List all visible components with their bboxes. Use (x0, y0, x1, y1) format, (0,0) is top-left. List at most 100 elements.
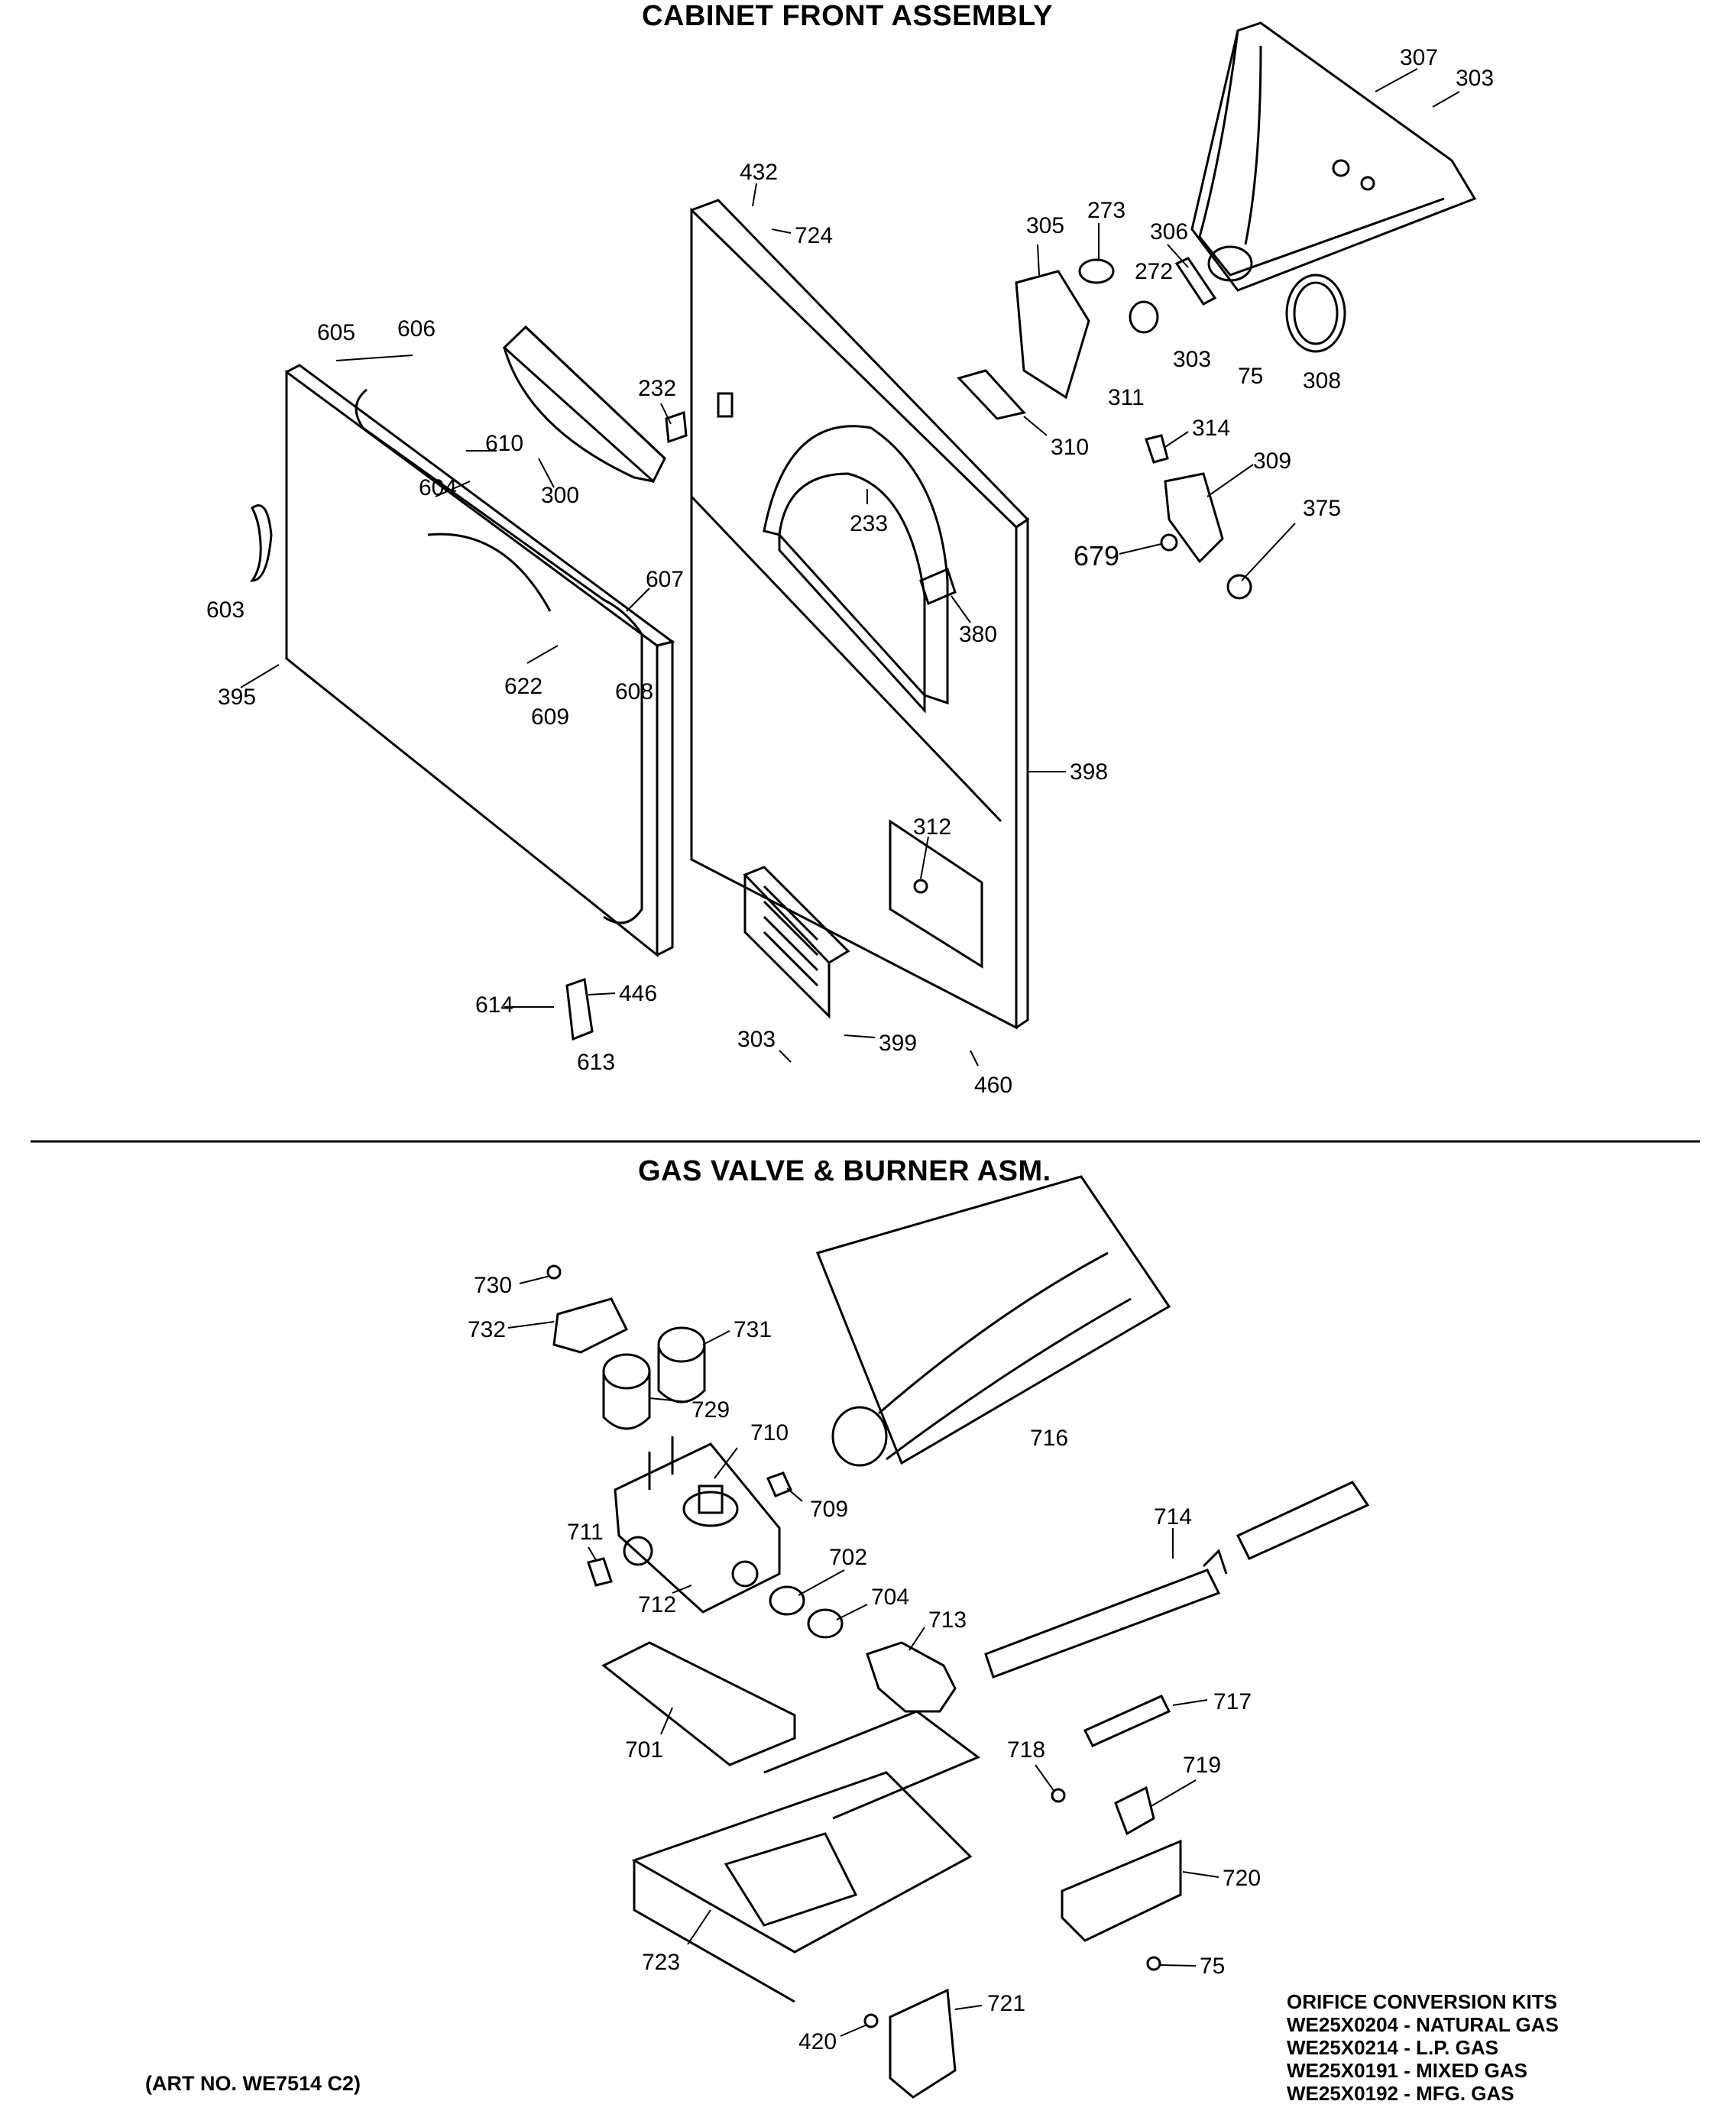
callout: 721 (987, 1991, 1025, 2016)
burner-tube (815, 1175, 1171, 1467)
front-panel (690, 199, 1030, 1030)
leader-lines-top (240, 68, 1460, 1067)
callout: 303 (1173, 347, 1211, 372)
callout: 314 (1192, 416, 1230, 441)
callout: 709 (810, 1497, 848, 1522)
part-730 (546, 1264, 562, 1280)
art-number: (ART NO. WE7514 C2) (145, 2072, 361, 2095)
part-380 (919, 567, 957, 606)
kit-item: WE25X0192 - MFG. GAS (1287, 2082, 1514, 2105)
kit-item: WE25X0191 - MIXED GAS (1287, 2059, 1527, 2082)
part-420 (863, 2013, 879, 2028)
callout: 380 (959, 622, 997, 647)
callout: 273 (1087, 198, 1125, 223)
callout: 711 (567, 1520, 604, 1545)
callout: 300 (541, 483, 579, 508)
callout: 605 (317, 320, 355, 345)
part-306 (1174, 257, 1217, 306)
part-729 (602, 1353, 651, 1390)
callout: 716 (1030, 1426, 1068, 1451)
callout: 303 (737, 1027, 776, 1052)
part-713 (866, 1641, 957, 1713)
part-719 (1114, 1785, 1155, 1836)
part-718 (1051, 1788, 1066, 1803)
gas-valve-title: GAS VALVE & BURNER ASM. (638, 1155, 1051, 1187)
callout: 679 (1074, 540, 1119, 571)
callout: 704 (871, 1585, 909, 1610)
callouts: 307 303 432 724 305 273 306 272 303 75 3… (206, 45, 1494, 2054)
callout: 701 (625, 1737, 663, 1763)
callout: 311 (1108, 385, 1145, 410)
callout: 719 (1183, 1753, 1221, 1778)
callout: 375 (1303, 496, 1341, 521)
part-310 (957, 369, 1026, 420)
burner-bracket (631, 1710, 980, 2003)
part-273 (1078, 258, 1115, 284)
callout: 308 (1303, 368, 1341, 393)
callout: 729 (691, 1397, 730, 1423)
callout: 606 (397, 316, 436, 342)
kick-grille (743, 866, 850, 1019)
part-375 (1226, 574, 1252, 600)
part-679 (1160, 533, 1178, 552)
kits-heading: ORIFICE CONVERSION KITS (1287, 1990, 1557, 2013)
callout: 307 (1400, 45, 1438, 70)
callout: 75 (1200, 1954, 1225, 1979)
callout: 717 (1213, 1689, 1252, 1714)
callout: 712 (638, 1592, 676, 1617)
callout: 723 (642, 1950, 680, 1975)
door-panel (249, 364, 675, 958)
part-701 (601, 1641, 796, 1766)
callout: 395 (218, 685, 256, 710)
part-75b (1146, 1956, 1161, 1971)
callout: 713 (928, 1607, 967, 1633)
part-308 (1285, 274, 1346, 353)
callout: 460 (974, 1073, 1012, 1098)
callout: 714 (1154, 1504, 1192, 1530)
callout: 718 (1007, 1737, 1045, 1763)
callout: 724 (795, 223, 833, 248)
callout: 432 (740, 160, 778, 185)
part-731 (657, 1326, 706, 1363)
callout: 613 (577, 1050, 615, 1075)
orifice-conversion-kits: ORIFICE CONVERSION KITS WE25X0204 - NATU… (1287, 1990, 1559, 2105)
callout: 702 (829, 1545, 867, 1570)
kit-item: WE25X0204 - NATURAL GAS (1287, 2013, 1559, 2036)
part-714-ext (1236, 1481, 1370, 1560)
part-232 (665, 410, 688, 444)
part-305 (1015, 270, 1090, 400)
callout: 75 (1238, 364, 1263, 389)
callout: 272 (1135, 259, 1173, 284)
callout: 446 (619, 981, 657, 1006)
callout: 610 (485, 431, 523, 456)
part-721 (889, 1988, 957, 2099)
gas-valve-body (614, 1436, 781, 1614)
part-709 (766, 1471, 793, 1497)
part-272 (1129, 300, 1159, 334)
callout: 310 (1051, 435, 1089, 460)
part-309 (1164, 472, 1224, 564)
callout: 303 (1456, 66, 1494, 91)
callout: 720 (1223, 1866, 1261, 1891)
callout: 710 (750, 1420, 789, 1446)
part-717 (1083, 1695, 1171, 1747)
callout: 604 (419, 475, 457, 500)
part-720 (1061, 1839, 1182, 1942)
callout: 309 (1253, 448, 1291, 474)
callout: 312 (913, 814, 951, 840)
part-704 (807, 1608, 844, 1639)
callout: 398 (1070, 759, 1108, 785)
callout: 731 (734, 1317, 772, 1342)
callout: 420 (798, 2029, 837, 2054)
part-711 (587, 1557, 613, 1587)
lint-filter (502, 325, 666, 484)
callout: 622 (504, 674, 542, 699)
part-613 (565, 977, 594, 1041)
callout: 609 (531, 704, 569, 730)
callout: 305 (1026, 213, 1064, 238)
kit-item: WE25X0214 - L.P. GAS (1287, 2036, 1498, 2059)
callout: 614 (475, 992, 513, 1018)
part-314 (1145, 434, 1169, 464)
callout: 608 (615, 679, 653, 704)
